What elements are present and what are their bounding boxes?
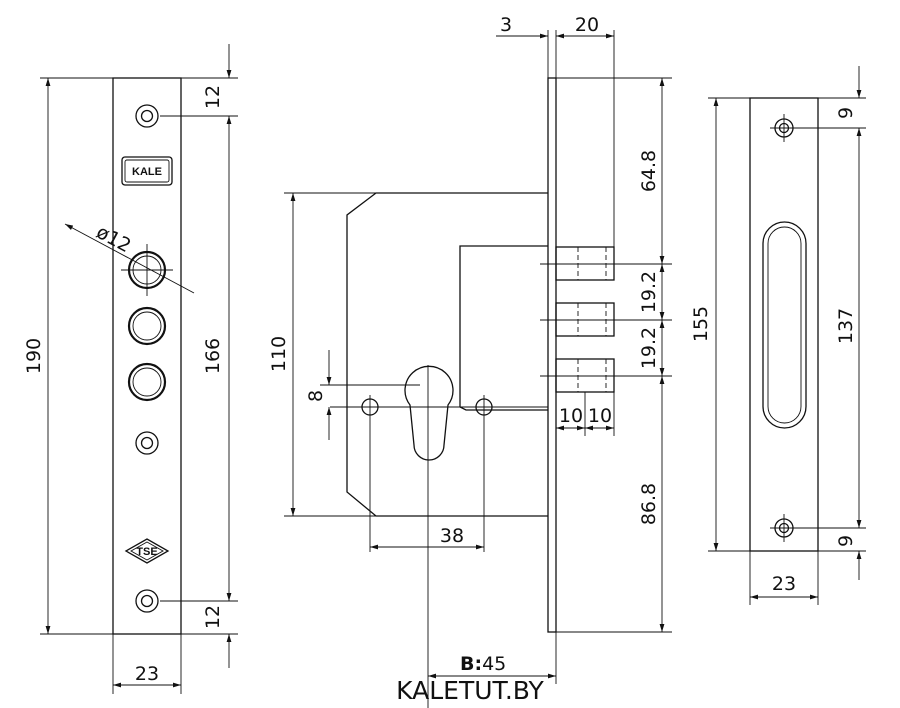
strike-screw-hole-bottom — [770, 514, 866, 542]
dim-backset: B:45 — [460, 653, 506, 675]
bolt-2 — [555, 302, 615, 337]
screw-hole-middle — [135, 431, 159, 455]
kale-logo-text: KALE — [132, 166, 162, 178]
front-plate-view: KALE ø12 TSE 190 — [23, 44, 238, 694]
dim-bottom-to-bolt: 86.8 — [638, 483, 660, 525]
dim-front-inner-height: 166 — [202, 338, 224, 374]
dim-strike-bottom-offset: 9 — [835, 535, 857, 547]
dim-top-to-bolt: 64.8 — [638, 150, 660, 192]
dim-strike-width: 23 — [772, 573, 796, 595]
dim-front-bottom-offset: 12 — [202, 605, 224, 629]
screw-hole-top — [135, 104, 159, 128]
dim-bolt-width-2: 10 — [588, 405, 612, 427]
strike-plate-outline — [749, 97, 819, 552]
dim-bolt-width-1: 10 — [559, 405, 583, 427]
bolt-hole-3 — [127, 362, 167, 402]
dim-front-plate-width: 23 — [135, 663, 159, 685]
bolt-hole-2 — [127, 306, 167, 346]
lock-inner-plate — [459, 245, 548, 411]
bolt-1 — [555, 246, 615, 281]
screw-hole-bottom — [135, 589, 159, 613]
dim-front-top-offset: 12 — [202, 85, 224, 109]
lock-body-view: 3 20 110 8 38 10 10 64.8 19.2 19.2 86.8 — [268, 14, 672, 708]
lock-faceplate — [547, 77, 557, 633]
dim-bolt-pitch-2: 19.2 — [638, 327, 660, 369]
backset-value: 45 — [482, 653, 506, 675]
dim-faceplate-thickness: 3 — [500, 14, 512, 36]
dim-bolt-projection: 20 — [575, 14, 599, 36]
dim-body-height: 110 — [268, 336, 290, 372]
strike-screw-hole-top — [770, 114, 866, 142]
tse-mark-text: TSE — [136, 546, 157, 558]
dim-cylinder-offset: 8 — [305, 390, 327, 402]
lock-case-outline — [346, 192, 548, 517]
strike-bolt-slot — [762, 221, 807, 429]
dim-strike-height: 155 — [690, 306, 712, 342]
site-watermark: KALETUT.BY — [396, 676, 544, 705]
dim-strike-slot-spacing: 137 — [835, 308, 857, 344]
kale-logo: KALE — [121, 156, 173, 186]
dim-front-plate-height: 190 — [23, 338, 45, 374]
tse-mark-icon: TSE — [124, 538, 170, 564]
cylinder-cutout — [404, 365, 454, 461]
backset-label: B: — [460, 653, 482, 675]
bolt-3 — [555, 358, 615, 393]
dim-strike-top-offset: 9 — [835, 107, 857, 119]
dim-center-distance: 38 — [440, 525, 464, 547]
dim-bolt-pitch-1: 19.2 — [638, 271, 660, 313]
strike-plate-view: 155 9 137 9 23 — [690, 66, 866, 605]
front-plate-outline — [112, 77, 182, 635]
